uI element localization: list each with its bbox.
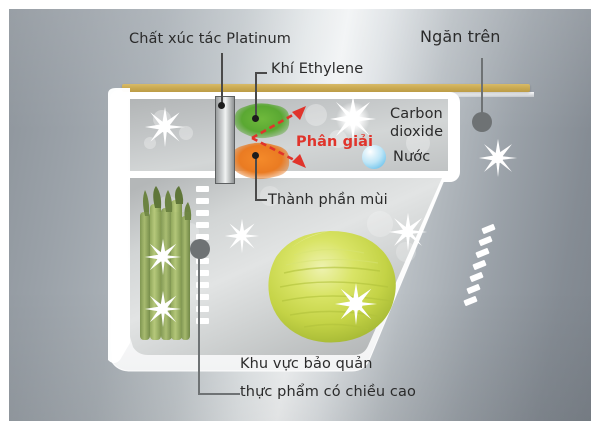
leader-line-odor-v — [255, 155, 257, 200]
leader-dot-ethylene — [252, 115, 259, 122]
leader-line-odor-h — [255, 199, 267, 201]
ethylene-gas-cloud — [232, 101, 294, 145]
decomposition-arrows — [248, 100, 320, 176]
water-droplet-icon — [362, 145, 386, 169]
label-upper-compartment: Ngăn trên — [420, 27, 501, 46]
leader-line-upper-compartment — [481, 58, 484, 120]
label-odor: Thành phần mùi — [268, 192, 388, 208]
label-ethylene: Khí Ethylene — [271, 61, 364, 77]
label-dioxide: dioxide — [390, 124, 444, 140]
leader-line-ethylene-h — [255, 72, 267, 74]
label-catalyst: Chất xúc tác Platinum — [129, 31, 291, 47]
label-tall-storage-line2: thực phẩm có chiều cao — [240, 384, 416, 400]
label-carbon: Carbon — [390, 106, 443, 122]
carbon-dioxide-sparkle-icon — [330, 96, 376, 146]
leader-dot-catalyst — [218, 102, 225, 109]
label-tall-storage-line1: Khu vực bảo quản — [240, 356, 373, 372]
marker-tall-storage — [190, 239, 210, 259]
leader-line-tall-storage-v — [198, 255, 201, 395]
left-inner-wall — [108, 88, 130, 363]
shelf-rail-right — [460, 223, 500, 334]
label-water: Nước — [393, 149, 431, 165]
leader-line-catalyst — [221, 53, 223, 105]
marker-upper-compartment — [472, 112, 492, 132]
label-decompose: Phân giải — [296, 134, 374, 150]
cabbage-head — [264, 229, 400, 344]
platinum-catalyst-strip — [215, 96, 235, 184]
odor-particles-cloud — [228, 140, 294, 186]
leader-line-ethylene-v — [255, 72, 257, 118]
asparagus-bundle — [136, 186, 194, 341]
leader-line-tall-storage-h — [198, 393, 240, 396]
leader-dot-odor — [252, 152, 259, 159]
gold-accent-bar — [122, 84, 530, 92]
